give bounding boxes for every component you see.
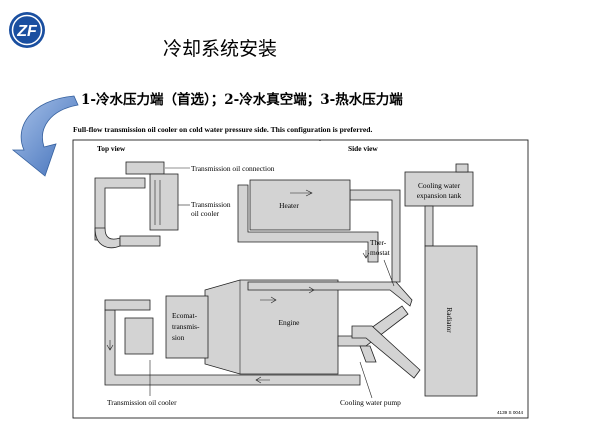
top-oil-connection (125, 161, 165, 175)
top-oil-cooler (149, 173, 179, 231)
engine-label: Engine (279, 318, 301, 327)
thermostat-leader (383, 259, 395, 287)
side-view-label: Side view (348, 144, 378, 153)
logo-text: ZF (16, 23, 38, 40)
side-view-group (104, 163, 478, 399)
radiator (424, 245, 478, 397)
thermostat-label-1: Ther- (370, 238, 387, 247)
pump-leader (359, 361, 373, 399)
pump-label: Cooling water pump (340, 398, 401, 407)
engine-top-pipe (247, 281, 413, 307)
zf-logo-icon: ZF (9, 12, 45, 48)
pump-outlet (359, 345, 377, 363)
expansion-label-2: expansion tank (417, 191, 462, 200)
expansion-tank (404, 171, 474, 207)
subtitle: 1-冷水压力端（首选）；2-冷水真空端；3-热水压力端 (81, 91, 403, 108)
return-flow-arrow (362, 250, 370, 259)
top-cooler-label-1: Transmission (191, 200, 231, 209)
engine-flow-arrow (260, 296, 277, 304)
loop-flow-arrow (106, 340, 114, 351)
expansion-pipe (424, 205, 434, 247)
heater-box (249, 179, 351, 231)
curved-arrow-icon (11, 95, 79, 177)
bottom-loop-top (104, 299, 151, 311)
heater-return-pipe (237, 184, 379, 263)
thermostat-label-2: mostat (370, 248, 391, 257)
figure-caption: Full-flow transmission oil cooler on col… (73, 125, 372, 134)
slide-title: 冷却系统安装 (163, 38, 277, 60)
ecomat-label-3: sion (172, 333, 185, 342)
top-pipe-bottom (119, 235, 161, 247)
top-view-group (94, 161, 190, 249)
oil-connection-label: Transmission oil connection (191, 164, 275, 173)
engine-body (204, 279, 339, 375)
expansion-label-1: Cooling water (418, 181, 461, 190)
pump-pipe (351, 325, 421, 379)
bottom-cooler-label: Transmission oil cooler (107, 398, 177, 407)
ecomat-label-2: transmis- (172, 322, 200, 331)
top-view-label: Top view (97, 144, 126, 153)
ecomat-transmission (165, 295, 209, 359)
bottom-oil-cooler (124, 317, 154, 355)
top-cooler-label-2: oil cooler (191, 209, 220, 218)
heater-label: Heater (279, 201, 299, 210)
heater-flow-arrow (290, 189, 313, 197)
radiator-label: Radiator (445, 307, 454, 333)
expansion-cap (455, 163, 469, 173)
ecomat-label-1: Ecomat- (172, 311, 198, 320)
figure-number: 4139 S 0044 (497, 410, 524, 415)
loop-bottom-arrow (255, 376, 270, 384)
engine-top-arrow (300, 286, 315, 294)
